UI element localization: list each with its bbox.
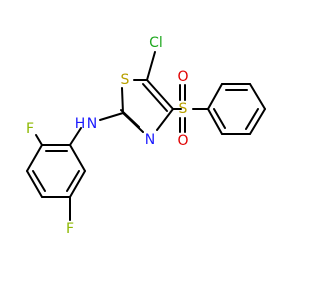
atom-o-bottom: O — [177, 133, 188, 149]
atom-labels: Cl S N S O O H N F F — [26, 35, 189, 237]
atom-nh-h: H — [75, 116, 86, 132]
bond-c2-s1 — [121, 87, 124, 114]
atom-n-ring: N — [145, 132, 155, 148]
bond-c5-cl — [146, 51, 156, 81]
atom-f-ortho: F — [26, 121, 34, 137]
bond-ph-3 — [249, 83, 266, 110]
bond-ph-1 — [207, 83, 223, 110]
thiazole-ring — [120, 79, 174, 133]
bond-ph-inner-2 — [245, 108, 259, 130]
bond-ph-6 — [207, 108, 223, 135]
difluorophenyl-ring — [26, 144, 86, 198]
bond-df-6 — [69, 144, 86, 172]
bond-c2-nh — [99, 112, 124, 121]
bond-nh-aryl — [69, 127, 82, 146]
bond-df-5 — [69, 170, 86, 198]
bond-ph-inner-3 — [213, 108, 226, 129]
atom-s-ring: S — [121, 72, 130, 88]
bond-df-inner-3 — [66, 170, 80, 192]
bond-ph-4 — [249, 108, 266, 135]
atom-o-top: O — [177, 69, 188, 85]
bond-f-ortho — [35, 134, 43, 146]
atom-cl: Cl — [149, 35, 163, 51]
bond-df-3 — [26, 170, 43, 198]
bond-df-2 — [26, 144, 43, 172]
bond-n3-c2-double — [120, 109, 140, 128]
atom-s-sulfonyl: S — [179, 101, 188, 117]
atom-nh-n: N — [87, 116, 97, 132]
bond-c4-n3 — [156, 108, 174, 131]
atom-f-para: F — [66, 221, 74, 237]
bond-c5-c4-double — [142, 83, 168, 112]
bond-c5-c4 — [146, 79, 174, 110]
molecule-diagram: Cl S N S O O H N F F — [26, 35, 266, 237]
phenyl-ring — [207, 83, 266, 135]
bond-df-inner-2 — [32, 170, 46, 192]
